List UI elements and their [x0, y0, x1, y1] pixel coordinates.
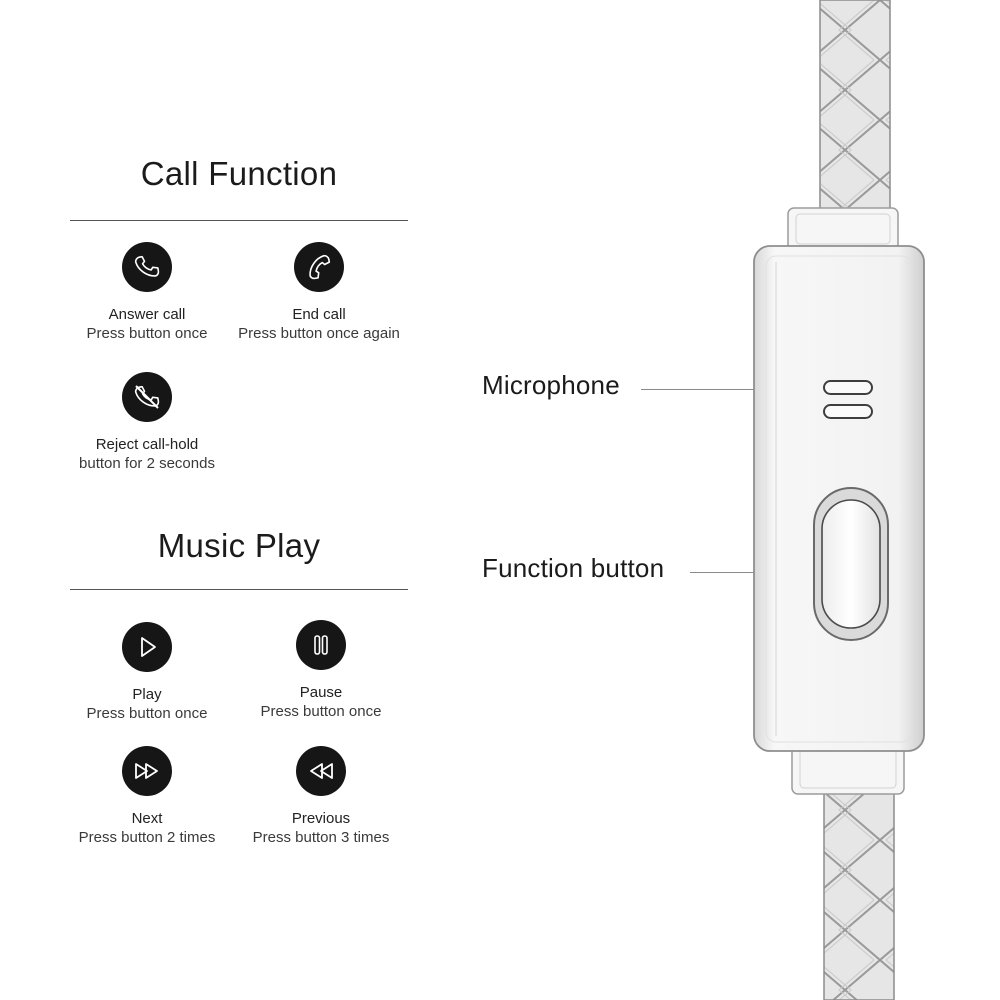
cable-bottom — [823, 789, 895, 1000]
function-button-shape — [813, 487, 889, 641]
music-play-title: Music Play — [157, 527, 321, 564]
pause-icon — [296, 620, 346, 670]
reject-call-label: Reject call-hold — [95, 436, 199, 453]
next-item: Next Press button 2 times — [47, 746, 247, 847]
reject-call-item: Reject call-hold button for 2 seconds — [47, 372, 247, 473]
reject-call-desc: button for 2 seconds — [79, 455, 215, 472]
previous-item: Previous Press button 3 times — [221, 746, 421, 847]
end-call-desc: Press button once again — [238, 325, 400, 342]
pause-desc: Press button once — [260, 703, 382, 720]
microphone-slots — [823, 380, 873, 419]
answer-call-label: Answer call — [108, 306, 186, 323]
previous-desc: Press button 3 times — [252, 829, 390, 846]
next-icon — [122, 746, 172, 796]
phone-answer-icon — [122, 242, 172, 292]
music-play-divider — [70, 589, 408, 590]
play-item: Play Press button once — [47, 622, 247, 723]
play-icon — [122, 622, 172, 672]
end-call-label: End call — [292, 306, 346, 323]
answer-call-desc: Press button once — [86, 325, 208, 342]
call-function-title: Call Function — [140, 155, 338, 192]
previous-label: Previous — [291, 810, 351, 827]
pause-item: Pause Press button once — [221, 620, 421, 721]
end-call-item: End call Press button once again — [219, 242, 419, 343]
answer-call-item: Answer call Press button once — [47, 242, 247, 343]
previous-icon — [296, 746, 346, 796]
next-label: Next — [131, 810, 163, 827]
next-desc: Press button 2 times — [78, 829, 216, 846]
microphone-callout: Microphone — [482, 370, 620, 400]
microphone-leader-line — [641, 389, 827, 390]
inline-remote-illustration — [753, 0, 925, 1000]
pause-label: Pause — [299, 684, 343, 701]
call-function-divider — [70, 220, 408, 221]
phone-end-icon — [294, 242, 344, 292]
play-desc: Press button once — [86, 705, 208, 722]
phone-reject-icon — [122, 372, 172, 422]
function-button-callout: Function button — [482, 553, 665, 583]
cable-top — [819, 0, 891, 216]
play-label: Play — [132, 686, 162, 703]
